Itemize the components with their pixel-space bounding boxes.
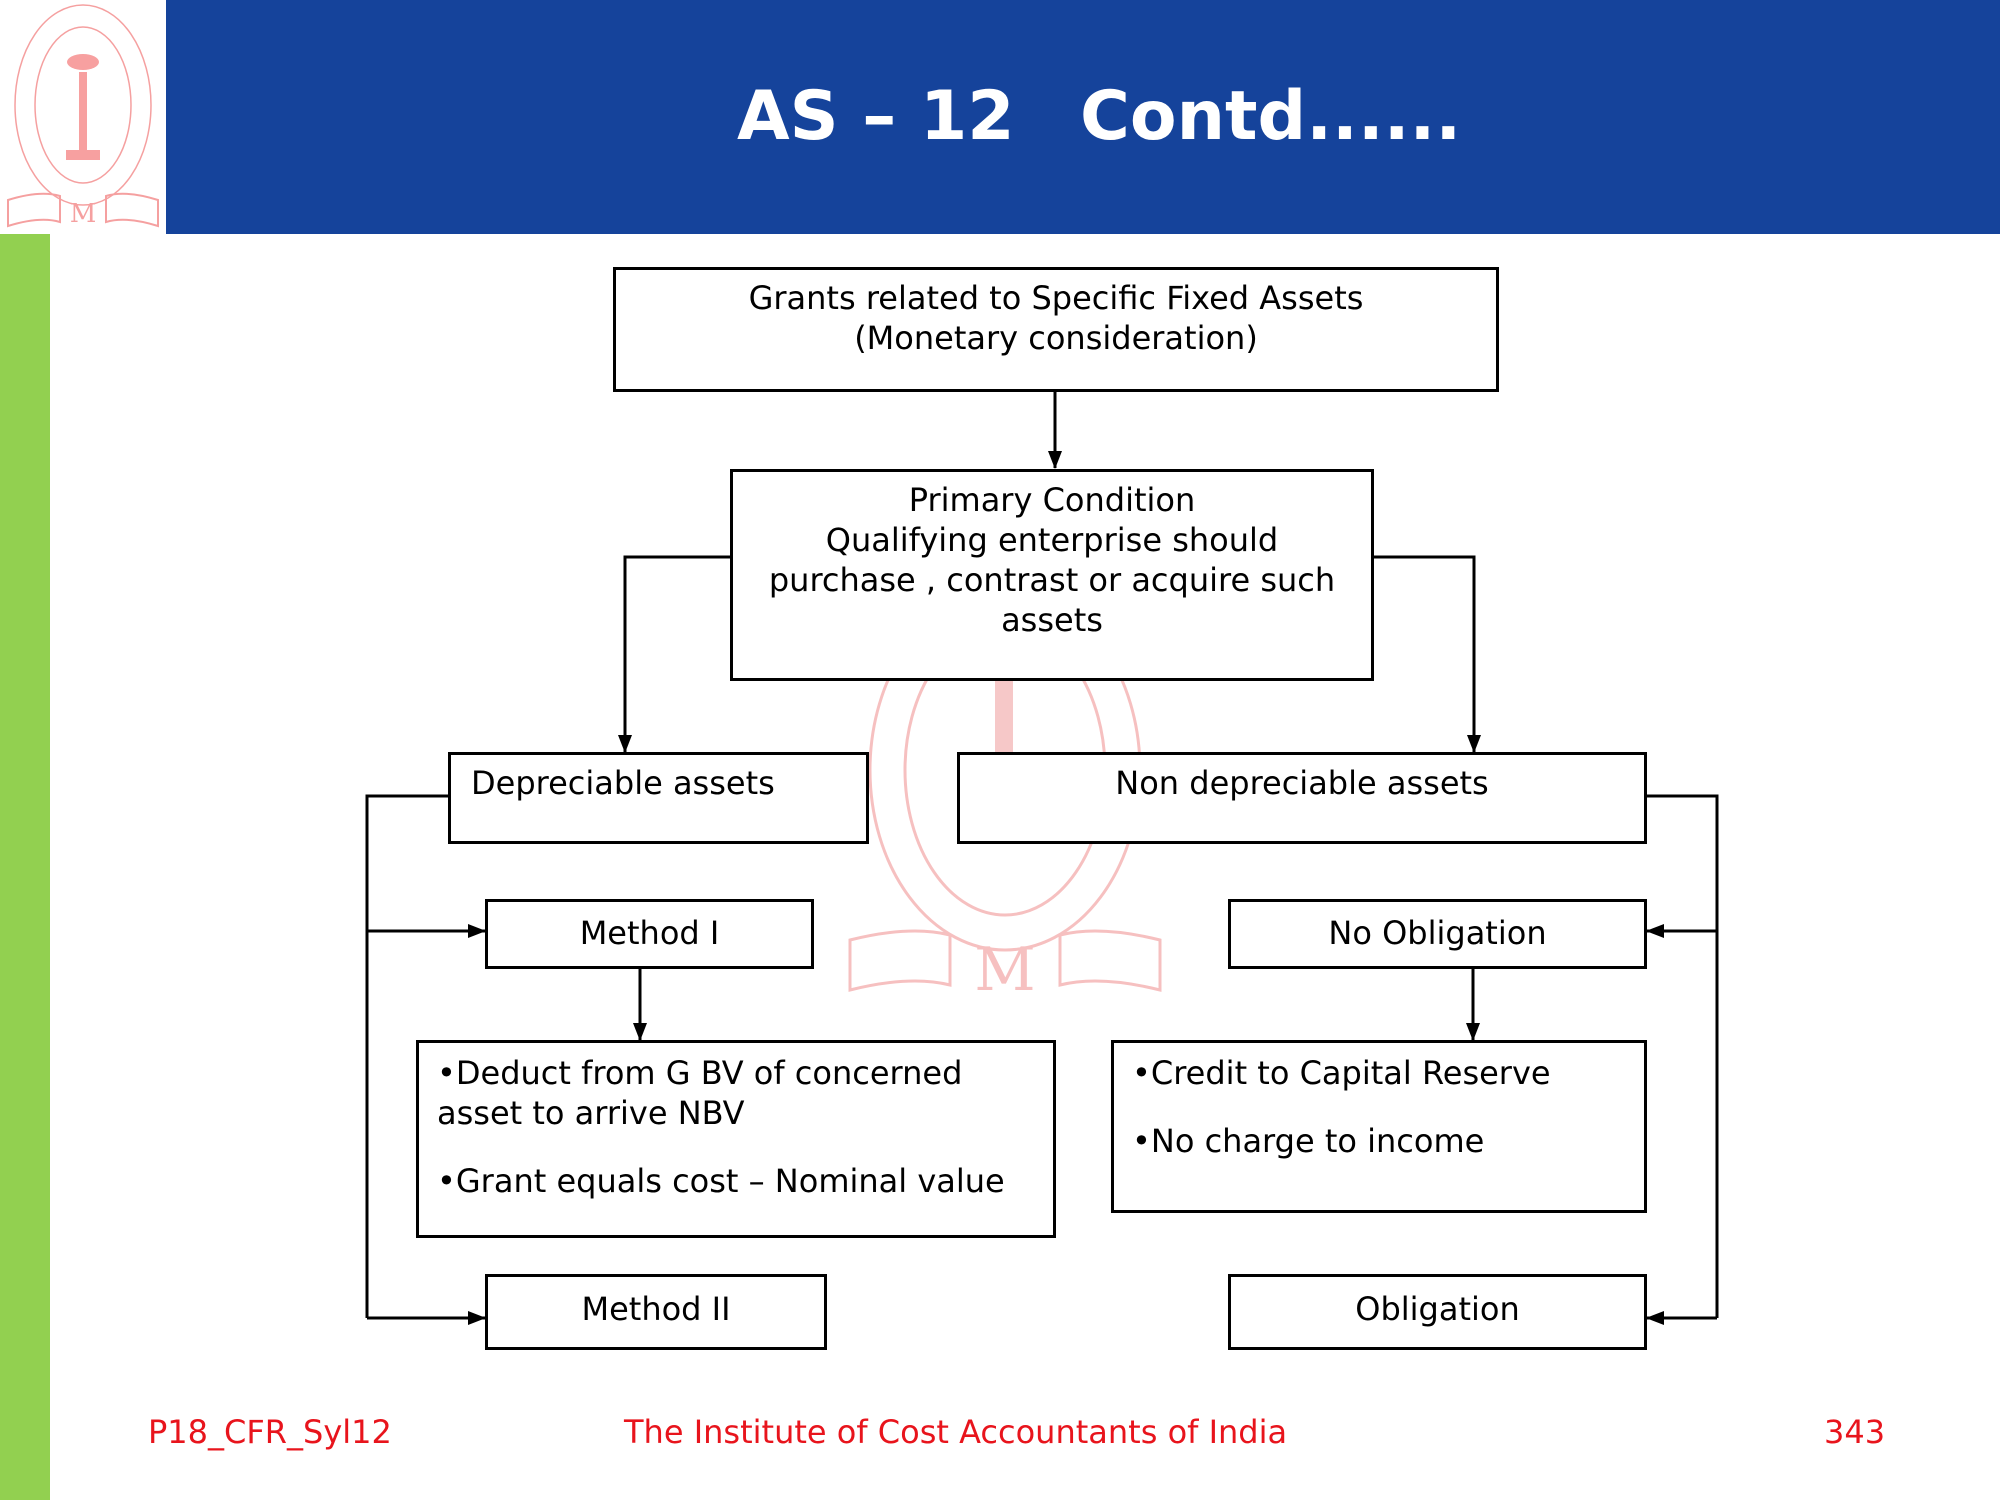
primary-line1: Primary Condition (908, 481, 1196, 519)
svg-text:M: M (70, 199, 97, 229)
method1-point: •Deduct from G BV of concerned asset to … (437, 1054, 963, 1132)
arrow-primary-nondepreciable (1374, 555, 1481, 753)
root-box: Grants related to Specific Fixed Assets … (613, 267, 1499, 392)
page-number: 343 (1824, 1413, 1886, 1451)
method2-box: Method II (485, 1274, 827, 1350)
depreciable-box: Depreciable assets (448, 752, 869, 844)
slide-title-contd: Contd...... (1080, 77, 1462, 156)
root-line2: (Monetary consideration) (854, 319, 1258, 357)
side-accent-bar (0, 234, 50, 1500)
obligation-label: Obligation (1355, 1290, 1520, 1328)
root-line1: Grants related to Specific Fixed Assets (748, 279, 1364, 317)
obligation-box: Obligation (1228, 1274, 1647, 1350)
slide-title: AS – 12 (737, 77, 1015, 156)
arrow-primary-depreciable (618, 555, 730, 753)
footer-institute: The Institute of Cost Accountants of Ind… (624, 1413, 1288, 1451)
primary-line2: Qualifying enterprise should (825, 521, 1279, 559)
no-obligation-point: •Credit to Capital Reserve (1132, 1054, 1551, 1092)
watermark-logo: M (848, 640, 1162, 1005)
no-obligation-points-box: •Credit to Capital Reserve •No charge to… (1111, 1040, 1647, 1213)
primary-condition-box: Primary Condition Qualifying enterprise … (730, 469, 1374, 681)
primary-line3: purchase , contrast or acquire such (768, 561, 1336, 599)
footer-code: P18_CFR_Syl12 (148, 1413, 392, 1451)
no-obligation-point: •No charge to income (1132, 1122, 1485, 1160)
primary-line4: assets (1001, 601, 1103, 639)
non-depreciable-box: Non depreciable assets (957, 752, 1647, 844)
method1-point: •Grant equals cost – Nominal value (437, 1162, 1005, 1200)
header-bar (166, 0, 2000, 234)
no-obligation-label: No Obligation (1328, 914, 1547, 952)
method2-label: Method II (581, 1290, 731, 1328)
no-obligation-box: No Obligation (1228, 899, 1647, 969)
bracket-left (365, 794, 448, 1318)
method1-points-box: •Deduct from G BV of concerned asset to … (416, 1040, 1056, 1238)
method1-box: Method I (485, 899, 814, 969)
institute-logo: M (7, 4, 159, 229)
depreciable-label: Depreciable assets (471, 764, 775, 802)
non-depreciable-label: Non depreciable assets (1115, 764, 1489, 802)
bracket-right (1647, 794, 1719, 1318)
svg-text:M: M (974, 935, 1035, 1005)
method1-label: Method I (579, 914, 720, 952)
